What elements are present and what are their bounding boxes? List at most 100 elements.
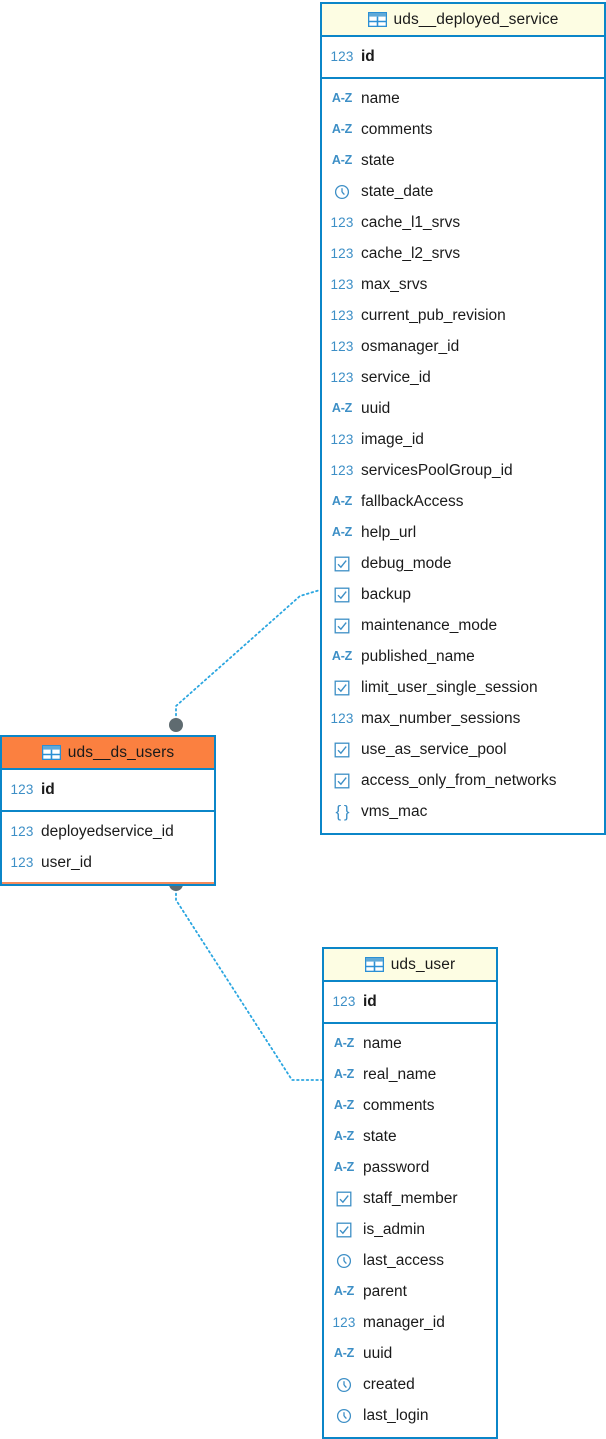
number-type-icon: 123 — [332, 993, 356, 1009]
column-name: limit_user_single_session — [361, 678, 538, 696]
number-type-icon: 123 — [10, 781, 34, 797]
relationship-line-rel-ds-users-to-deployed-service[interactable] — [175, 589, 321, 726]
entity-header[interactable]: uds__deployed_service — [322, 4, 604, 37]
column-name: is_admin — [363, 1220, 426, 1238]
column-row[interactable]: last_login — [324, 1400, 496, 1431]
boolean-type-icon — [331, 678, 353, 698]
json-type-icon: { } — [335, 802, 349, 821]
datetime-type-icon — [333, 1375, 355, 1395]
boolean-type-icon — [331, 585, 353, 605]
string-type-icon: A-Z — [333, 1036, 355, 1051]
column-row[interactable]: maintenance_mode — [322, 610, 604, 641]
column-name: image_id — [361, 430, 424, 448]
column-name: id — [361, 47, 375, 65]
table-icon — [364, 957, 384, 972]
boolean-type-icon — [331, 740, 353, 760]
datetime-type-icon — [333, 1251, 355, 1271]
entity-header[interactable]: uds__ds_users — [2, 737, 214, 770]
column-name: name — [361, 89, 400, 107]
boolean-type-icon — [333, 1189, 355, 1209]
column-row[interactable]: A-Z real_name — [324, 1059, 496, 1090]
column-name: vms_mac — [361, 802, 428, 820]
string-type-icon: A-Z — [331, 153, 353, 168]
column-row[interactable]: state_date — [322, 176, 604, 207]
column-row[interactable]: 123 deployedservice_id — [2, 816, 214, 847]
relationship-line-rel-ds-users-to-user[interactable] — [175, 883, 323, 1081]
column-name: backup — [361, 585, 411, 603]
column-row[interactable]: debug_mode — [322, 548, 604, 579]
boolean-type-icon — [331, 616, 353, 636]
column-name: uuid — [363, 1344, 393, 1362]
column-row[interactable]: use_as_service_pool — [322, 734, 604, 765]
column-name: uuid — [361, 399, 391, 417]
relationship-anchor-rel-ds-users-to-deployed-service[interactable] — [169, 718, 183, 732]
column-row[interactable]: last_access — [324, 1245, 496, 1276]
string-type-icon: A-Z — [333, 1098, 355, 1113]
boolean-type-icon — [331, 554, 353, 574]
datetime-type-icon — [331, 182, 353, 202]
column-name: deployedservice_id — [41, 822, 174, 840]
column-row[interactable]: is_admin — [324, 1214, 496, 1245]
table-icon — [41, 745, 61, 760]
column-name: id — [41, 780, 55, 798]
column-row[interactable]: created — [324, 1369, 496, 1400]
string-type-icon: A-Z — [333, 1067, 355, 1082]
primary-key-row[interactable]: 123 id — [2, 774, 214, 805]
datetime-type-icon — [333, 1406, 355, 1426]
column-name: debug_mode — [361, 554, 452, 572]
column-name: manager_id — [363, 1313, 445, 1331]
column-name: access_only_from_networks — [361, 771, 557, 789]
string-type-icon: A-Z — [333, 1129, 355, 1144]
column-row[interactable]: { } vms_mac — [322, 796, 604, 827]
column-row[interactable]: limit_user_single_session — [322, 672, 604, 703]
column-row[interactable]: staff_member — [324, 1183, 496, 1214]
column-name: real_name — [363, 1065, 437, 1083]
number-type-icon: 123 — [10, 823, 34, 839]
column-name: parent — [363, 1282, 407, 1300]
number-type-icon: 123 — [330, 307, 354, 323]
column-name: state — [363, 1127, 397, 1145]
column-name: servicesPoolGroup_id — [361, 461, 513, 479]
column-row[interactable]: backup — [322, 579, 604, 610]
string-type-icon: A-Z — [333, 1284, 355, 1299]
column-name: created — [363, 1375, 415, 1393]
string-type-icon: A-Z — [331, 525, 353, 540]
primary-key-block: 123 id — [2, 770, 214, 812]
column-name: published_name — [361, 647, 475, 665]
entity-header[interactable]: uds_user — [324, 949, 496, 982]
column-row[interactable]: access_only_from_networks — [322, 765, 604, 796]
column-name: cache_l1_srvs — [361, 213, 461, 231]
column-row[interactable]: A-Z parent — [324, 1276, 496, 1307]
column-row[interactable]: A-Z state — [324, 1121, 496, 1152]
number-type-icon: 123 — [10, 854, 34, 870]
